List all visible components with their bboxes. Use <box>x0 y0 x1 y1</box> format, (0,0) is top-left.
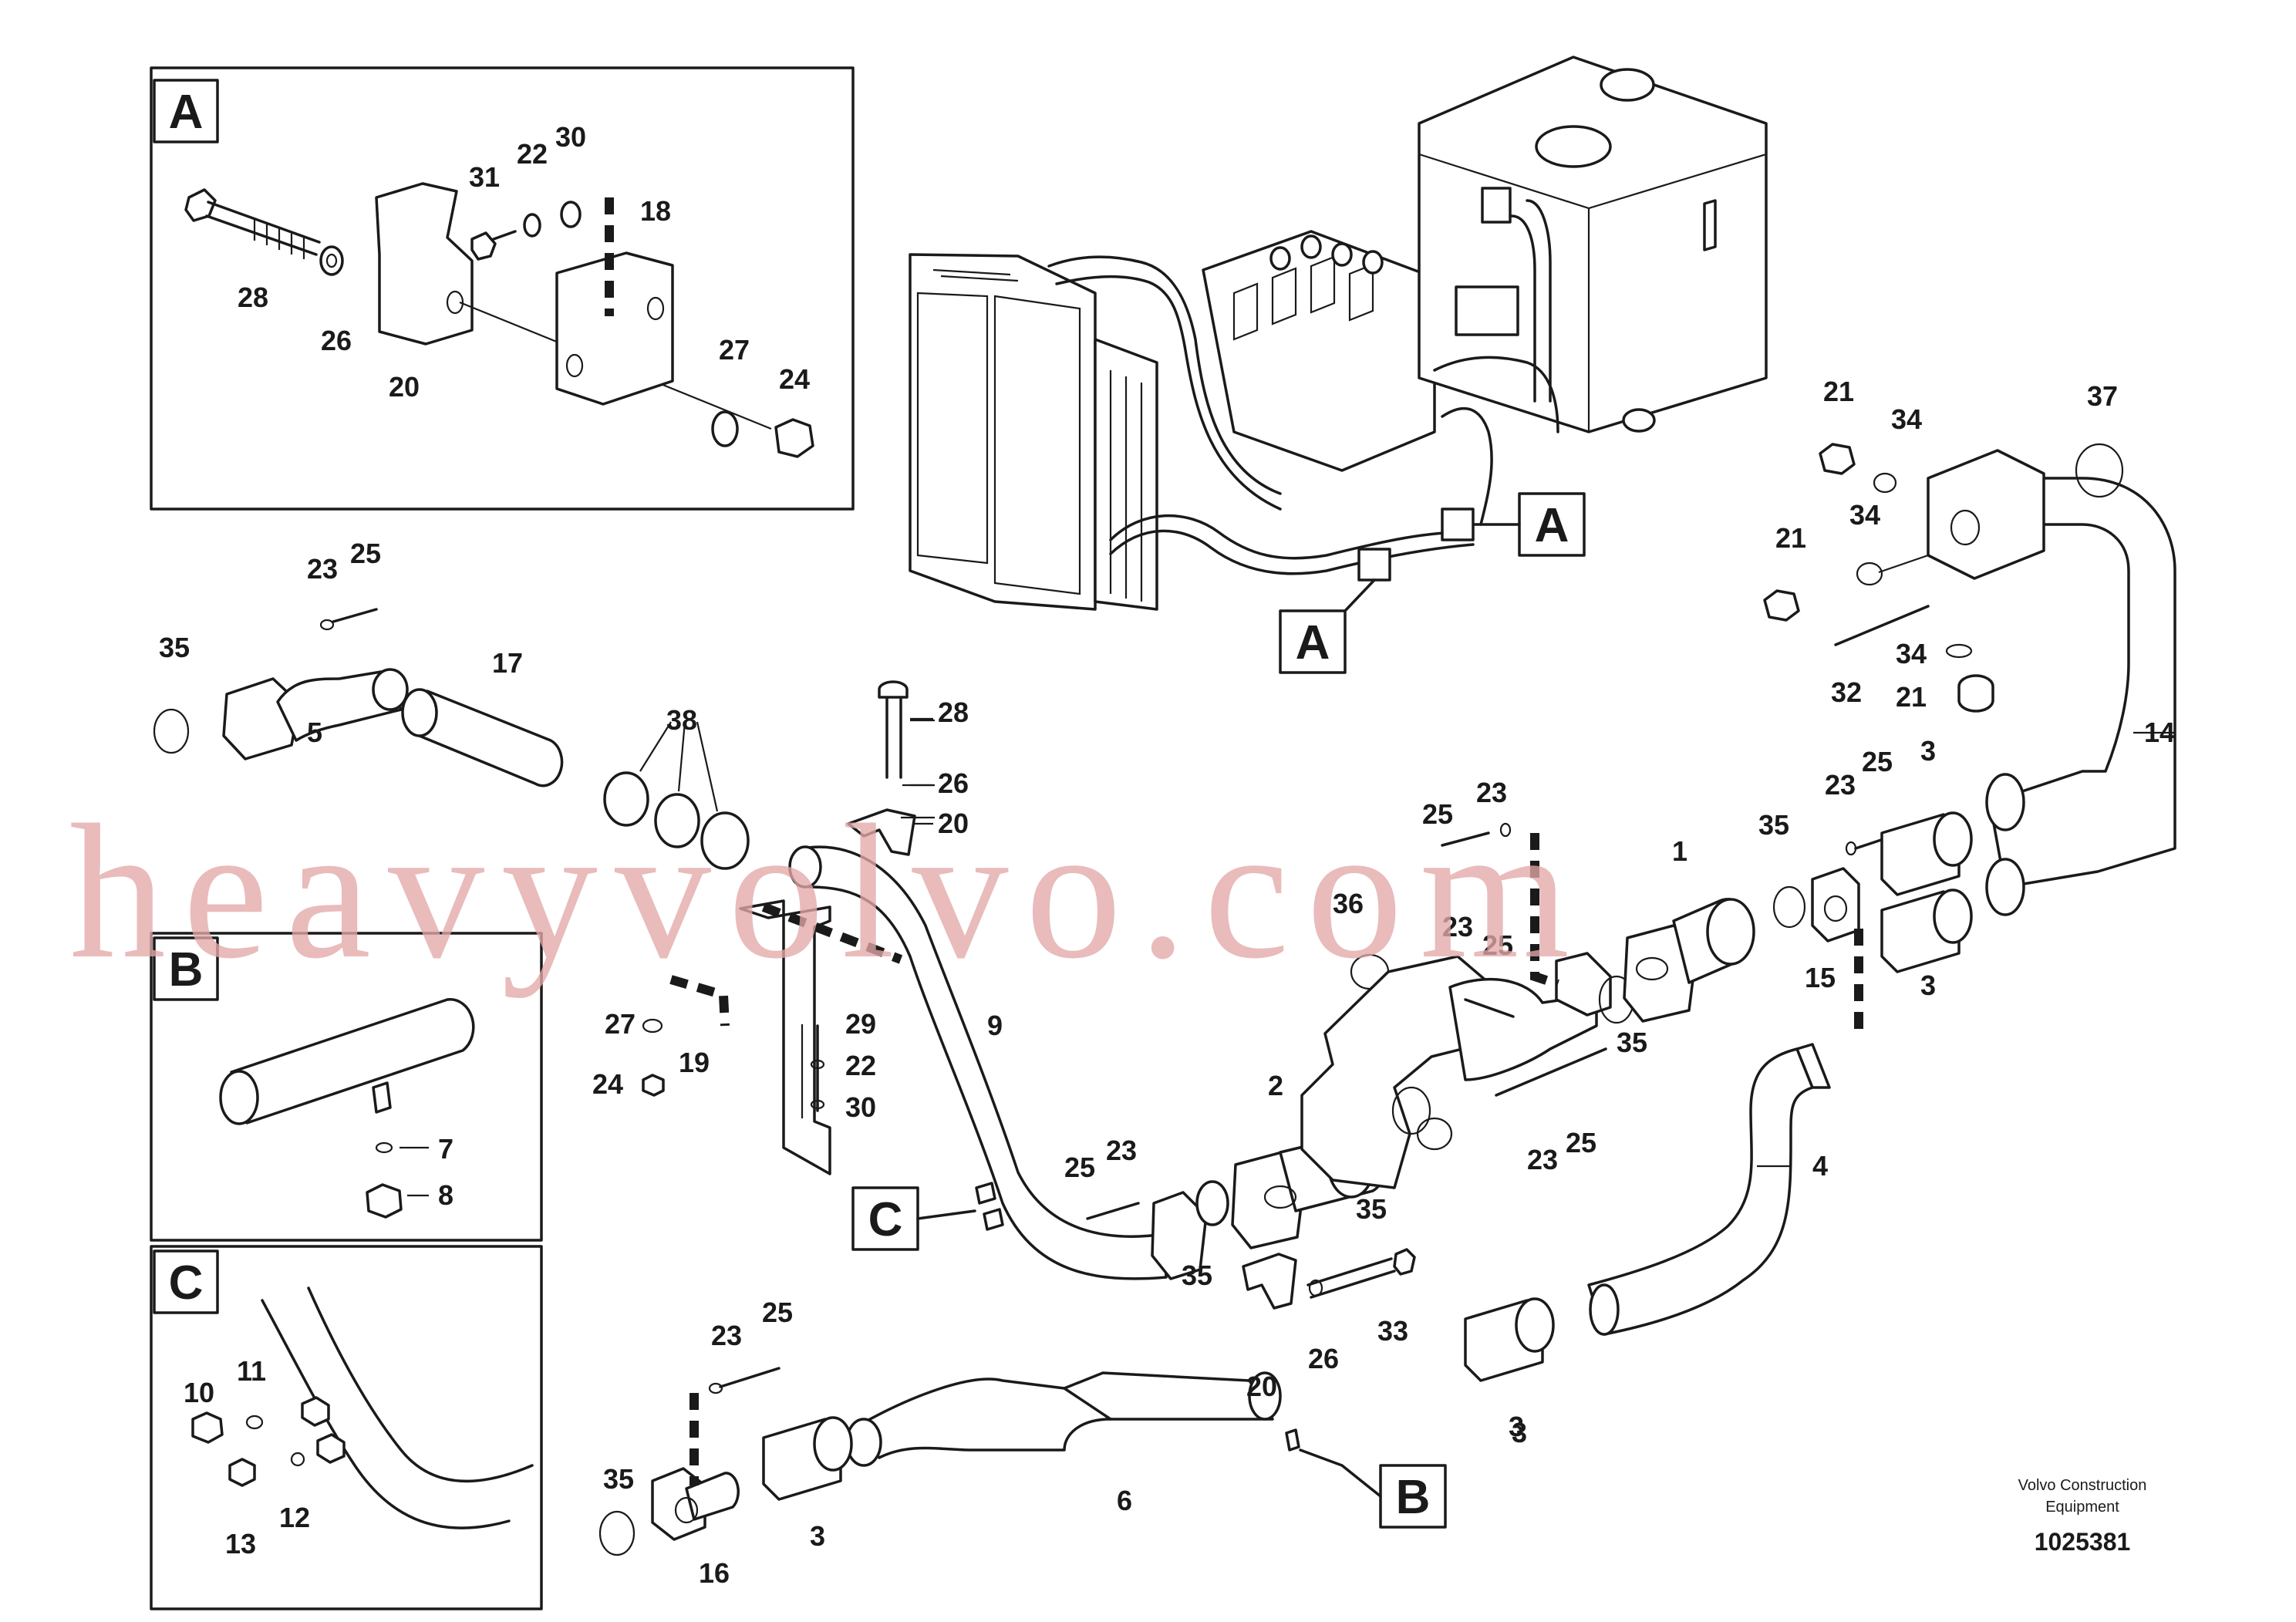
label-15: 15 <box>1805 962 1836 993</box>
label-a-28: 28 <box>238 282 268 313</box>
label-37: 37 <box>2087 380 2118 412</box>
callout-c: C <box>851 1186 976 1251</box>
label-23-g: 23 <box>711 1320 742 1351</box>
callout-a-right-letter: A <box>1535 499 1569 552</box>
label-32: 32 <box>1831 676 1862 708</box>
document-number: 1025381 <box>2035 1528 2131 1556</box>
label-22: 22 <box>845 1050 876 1081</box>
label-21-a: 21 <box>1823 376 1854 407</box>
label-25-f: 25 <box>1566 1127 1596 1158</box>
inset-a-letter: A <box>169 86 204 139</box>
label-25-g: 25 <box>762 1297 793 1328</box>
credit-line-2: Equipment <box>2045 1499 2119 1516</box>
label-a-18: 18 <box>640 195 671 227</box>
label-a-22: 22 <box>517 138 548 170</box>
inset-b-labels: 7 8 <box>438 1133 453 1211</box>
label-2: 2 <box>1268 1070 1283 1101</box>
label-a-27: 27 <box>719 334 750 366</box>
label-6: 6 <box>1117 1485 1132 1516</box>
label-23: 23 <box>307 553 338 585</box>
label-24: 24 <box>592 1068 623 1100</box>
label-36: 36 <box>1333 888 1364 919</box>
label-b-8: 8 <box>438 1179 453 1211</box>
label-20-b: 20 <box>1246 1371 1277 1402</box>
label-25-e: 25 <box>1862 746 1893 777</box>
label-3-b: 3 <box>1920 969 1936 1001</box>
label-1: 1 <box>1672 835 1687 867</box>
label-35: 35 <box>159 632 190 663</box>
label-23-d: 23 <box>1442 911 1473 943</box>
label-30: 30 <box>845 1091 876 1123</box>
label-b-7: 7 <box>438 1133 453 1165</box>
label-34-a: 34 <box>1891 403 1922 435</box>
callout-a-left: A <box>1279 578 1376 674</box>
label-16: 16 <box>699 1557 730 1589</box>
inset-c: C 10 11 13 12 <box>150 1245 543 1610</box>
label-21-b: 21 <box>1775 522 1806 554</box>
label-c-13: 13 <box>225 1528 256 1560</box>
label-19: 19 <box>679 1047 710 1078</box>
callout-c-letter: C <box>868 1193 903 1246</box>
machine-assembly <box>909 56 1768 611</box>
label-3-e: 3 <box>1512 1417 1527 1448</box>
label-29: 29 <box>845 1008 876 1040</box>
inset-c-letter: C <box>169 1256 204 1310</box>
label-21-c: 21 <box>1896 681 1927 713</box>
watermark: heavyvolvo.com <box>69 785 1586 999</box>
label-25: 25 <box>350 538 381 569</box>
label-14: 14 <box>2144 717 2175 748</box>
inset-c-labels: 10 11 13 12 <box>184 1355 310 1560</box>
callout-b-letter: B <box>1396 1471 1431 1524</box>
inset-b: B 7 8 <box>150 932 543 1242</box>
label-38: 38 <box>666 704 697 736</box>
label-35-d: 35 <box>1617 1027 1647 1058</box>
label-17: 17 <box>492 647 523 679</box>
inset-a-labels: 28 26 20 31 22 30 18 27 24 <box>238 121 810 403</box>
bolt-28-drawing <box>184 188 321 259</box>
label-3-c: 3 <box>1509 1411 1524 1442</box>
label-23-b: 23 <box>1106 1135 1137 1166</box>
label-4: 4 <box>1812 1150 1828 1182</box>
label-a-24: 24 <box>779 363 810 395</box>
label-27: 27 <box>605 1008 636 1040</box>
main-part-labels: 23 25 35 5 17 38 28 26 20 27 24 19 29 22… <box>159 376 2175 1589</box>
label-28: 28 <box>938 696 969 728</box>
label-c-10: 10 <box>184 1377 214 1408</box>
label-23-e: 23 <box>1825 769 1856 801</box>
label-c-12: 12 <box>279 1502 310 1533</box>
label-23-c: 23 <box>1476 777 1507 808</box>
callout-b: B <box>1299 1448 1447 1529</box>
label-9: 9 <box>987 1010 1003 1041</box>
label-a-26: 26 <box>321 325 352 356</box>
label-34-b: 34 <box>1849 499 1880 531</box>
label-26: 26 <box>938 767 969 799</box>
label-c-11: 11 <box>237 1355 266 1387</box>
label-23-f: 23 <box>1527 1144 1558 1175</box>
label-25-d: 25 <box>1482 929 1513 961</box>
label-35-c: 35 <box>1356 1193 1387 1225</box>
label-5: 5 <box>307 717 322 748</box>
label-3-a: 3 <box>1920 735 1936 767</box>
label-20: 20 <box>938 808 969 839</box>
label-a-20: 20 <box>389 371 420 403</box>
label-25-c: 25 <box>1422 798 1453 830</box>
label-25-b: 25 <box>1064 1152 1095 1183</box>
label-34-c: 34 <box>1896 638 1927 669</box>
label-33: 33 <box>1377 1315 1408 1347</box>
inset-b-letter: B <box>169 943 204 996</box>
inset-a: A 28 26 20 31 22 30 18 <box>150 66 855 511</box>
label-26-b: 26 <box>1308 1343 1339 1374</box>
label-a-30: 30 <box>555 121 586 153</box>
callout-a-left-letter: A <box>1296 616 1330 669</box>
label-35-b: 35 <box>1182 1259 1212 1291</box>
label-a-31: 31 <box>469 161 500 193</box>
label-35-e: 35 <box>1758 809 1789 841</box>
label-35-f: 35 <box>603 1463 634 1495</box>
credit-block: Volvo Construction Equipment 1025381 <box>2018 1477 2147 1556</box>
credit-line-1: Volvo Construction <box>2018 1477 2147 1494</box>
callout-a-right: A <box>1473 492 1586 557</box>
label-3-d: 3 <box>810 1520 825 1552</box>
